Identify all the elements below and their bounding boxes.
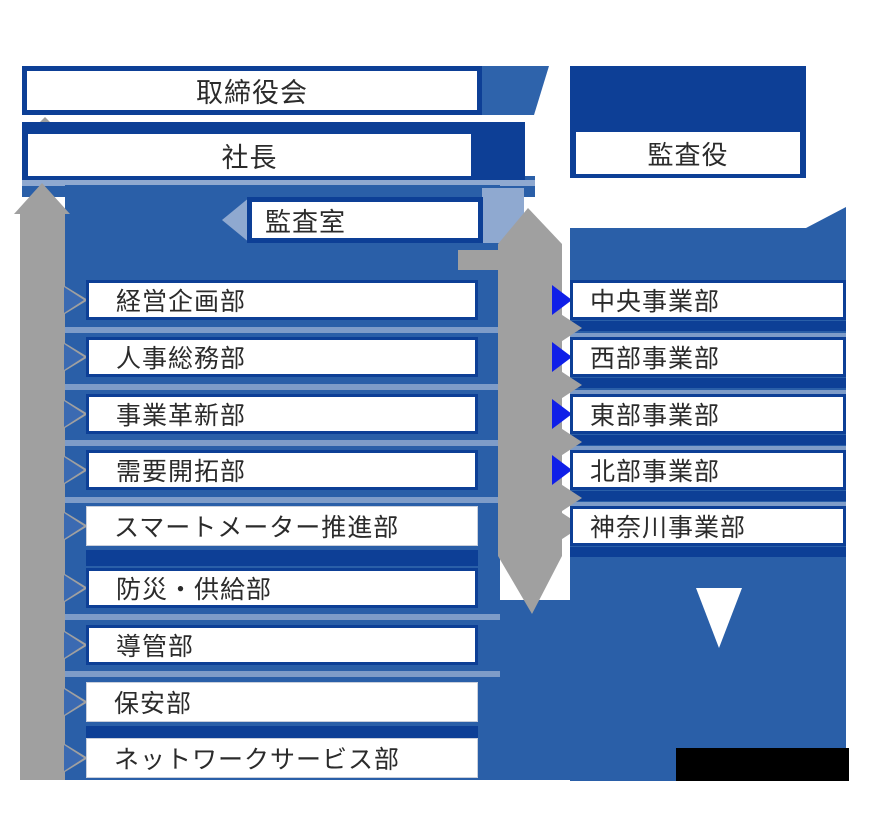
chevron-right-icon xyxy=(552,342,572,372)
president-box: 社長 xyxy=(22,122,525,180)
business-unit-label: 中央事業部 xyxy=(590,288,721,316)
board-label: 取締役会 xyxy=(27,71,477,110)
chevron-left-icon xyxy=(222,197,250,243)
department-label: 需要開拓部 xyxy=(116,458,247,486)
chevron-right-icon xyxy=(64,287,84,313)
auditor-label: 監査役 xyxy=(576,132,800,174)
department-box: 経営企画部 xyxy=(86,280,478,320)
trunk-tooth xyxy=(556,368,582,402)
audit-office-label: 監査室 xyxy=(252,202,478,238)
row-gap-stripe xyxy=(65,614,500,620)
department-box: 防災・供給部 xyxy=(86,568,478,608)
president-label: 社長 xyxy=(28,134,471,176)
board-box: 取締役会 xyxy=(22,66,482,115)
department-label: 経営企画部 xyxy=(116,288,247,316)
department-label: 導管部 xyxy=(116,633,195,661)
top-band-stripe xyxy=(22,180,535,186)
row-gap-stripe xyxy=(570,502,846,506)
row-gap-stripe xyxy=(570,446,846,450)
business-unit-label: 北部事業部 xyxy=(590,458,721,486)
left-trunk xyxy=(14,183,70,780)
audit-office-box: 監査室 xyxy=(247,197,483,243)
department-box: 導管部 xyxy=(86,625,478,665)
black-bar xyxy=(676,748,849,781)
navy-band xyxy=(570,435,846,445)
trunk-tooth xyxy=(556,425,582,459)
right-panel-slant xyxy=(806,207,846,228)
business-unit-label: 西部事業部 xyxy=(590,345,721,373)
navy-band xyxy=(86,726,478,738)
chevron-right-icon xyxy=(64,745,84,771)
row-gap-stripe xyxy=(65,327,500,333)
trunk-tooth xyxy=(556,509,582,543)
business-unit-label: 神奈川事業部 xyxy=(590,514,747,542)
chevron-right-icon xyxy=(64,401,84,427)
chevron-right-icon xyxy=(552,285,572,315)
middle-trunk-spur xyxy=(458,250,500,270)
middle-trunk xyxy=(498,208,562,614)
business-unit-label: 東部事業部 xyxy=(590,402,721,430)
row-gap-stripe xyxy=(570,333,846,337)
chevron-right-icon xyxy=(64,689,84,715)
navy-band xyxy=(570,491,846,501)
panel-wedge xyxy=(696,588,742,648)
business-unit-box: 北部事業部 xyxy=(570,450,846,490)
business-unit-box: 西部事業部 xyxy=(570,337,846,377)
row-gap-stripe xyxy=(570,390,846,394)
chevron-right-icon xyxy=(64,457,84,483)
row-gap-stripe xyxy=(65,440,500,446)
row-gap-stripe xyxy=(65,671,500,677)
chevron-right-icon xyxy=(552,455,572,485)
auditor-box: 監査役 xyxy=(570,66,806,178)
department-label: 防災・供給部 xyxy=(116,576,273,604)
department-box: ネットワークサービス部 xyxy=(86,738,478,778)
navy-band xyxy=(570,378,846,388)
department-box: 保安部 xyxy=(86,682,478,722)
department-label: 保安部 xyxy=(114,690,193,718)
trunk-tooth xyxy=(556,311,582,345)
connector-panel xyxy=(478,600,570,780)
business-unit-box: 神奈川事業部 xyxy=(570,506,846,546)
business-unit-box: 中央事業部 xyxy=(570,280,846,320)
department-label: 事業革新部 xyxy=(116,402,247,430)
bottom-strip xyxy=(570,748,676,781)
department-box: 需要開拓部 xyxy=(86,450,478,490)
chevron-right-icon xyxy=(64,344,84,370)
trunk-tooth xyxy=(556,481,582,515)
row-gap-stripe xyxy=(65,384,500,390)
department-label: ネットワークサービス部 xyxy=(114,746,401,774)
navy-band xyxy=(86,550,478,566)
department-label: 人事総務部 xyxy=(116,345,247,373)
department-box: 人事総務部 xyxy=(86,337,478,377)
chevron-right-icon xyxy=(552,399,572,429)
department-box: 事業革新部 xyxy=(86,394,478,434)
navy-band xyxy=(570,547,846,557)
business-unit-box: 東部事業部 xyxy=(570,394,846,434)
board-trapezoid xyxy=(482,66,549,115)
department-label: スマートメーター推進部 xyxy=(114,514,400,542)
chevron-right-icon xyxy=(64,632,84,658)
chevron-right-icon xyxy=(64,575,84,601)
chevron-right-icon xyxy=(64,513,84,539)
navy-band xyxy=(570,321,846,331)
department-box: スマートメーター推進部 xyxy=(86,506,478,546)
row-gap-stripe xyxy=(65,497,500,503)
